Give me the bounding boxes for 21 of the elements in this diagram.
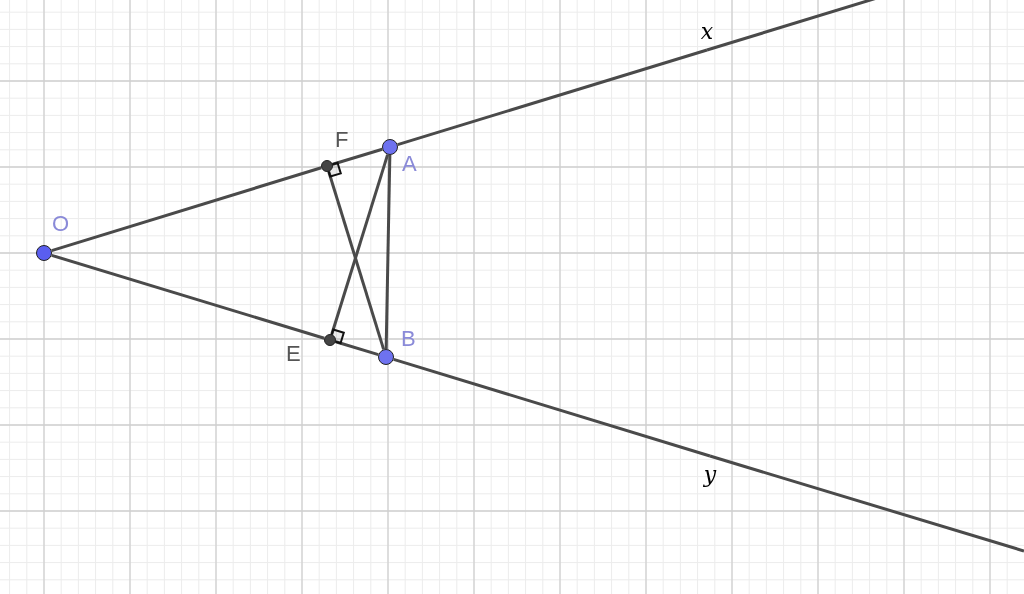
line-segment [51, 253, 325, 340]
line-segment [397, 48, 708, 147]
line-segment [335, 340, 379, 357]
line-segment [393, 357, 711, 458]
line-segment [330, 154, 390, 335]
point-label: F [335, 128, 349, 152]
point-label: E [286, 342, 301, 366]
ray-label: x [697, 16, 717, 48]
line-segment [51, 166, 322, 253]
point-label: B [401, 327, 416, 351]
point-dot [378, 349, 394, 365]
point-dot [36, 245, 52, 261]
point-dot [321, 160, 333, 172]
point-dot [382, 139, 398, 155]
point-dot [324, 334, 336, 346]
ray-label: y [700, 458, 720, 492]
point-label: A [402, 152, 417, 176]
point-label: O [52, 212, 70, 236]
line-segment [332, 147, 383, 166]
line-segment [327, 171, 386, 350]
line-segment [384, 154, 392, 350]
